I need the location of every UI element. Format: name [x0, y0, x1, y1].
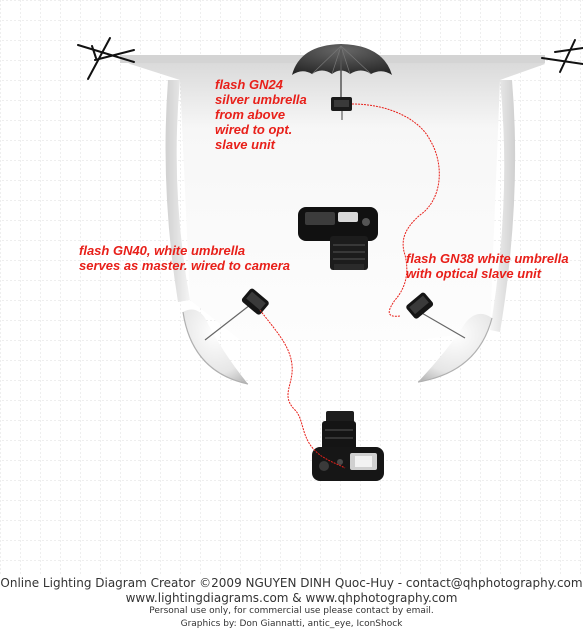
- footer-urls: www.lightingdiagrams.com & www.qhphotogr…: [125, 591, 458, 605]
- footer-graphics: Graphics by: Don Giannatti, antic_eye, I…: [180, 619, 403, 629]
- umbrella-icon: [417, 311, 493, 383]
- umbrella-icon: [182, 304, 251, 385]
- flash-icon: [406, 292, 434, 319]
- background-stand-icon: [541, 39, 583, 73]
- footer-usage: Personal use only, for commercial use pl…: [149, 606, 434, 616]
- right-flash-label: flash GN38 white umbrella with optical s…: [406, 251, 569, 281]
- flash-icon: [241, 288, 269, 315]
- footer-credit: Online Lighting Diagram Creator ©2009 NG…: [0, 576, 583, 590]
- flash-icon: [331, 97, 352, 120]
- lighting-diagram: flash GN24 silver umbrella from above wi…: [0, 0, 583, 575]
- top-flash-label: flash GN24 silver umbrella from above wi…: [215, 77, 307, 152]
- camera-icon: [298, 207, 378, 270]
- umbrella-icon: [292, 44, 392, 98]
- cable-top-flash: [351, 103, 440, 317]
- camera-icon: [312, 411, 384, 481]
- left-flash-label: flash GN40, white umbrella serves as mas…: [79, 243, 291, 273]
- cable-left-flash: [259, 309, 346, 469]
- footer: Online Lighting Diagram Creator ©2009 NG…: [0, 576, 583, 631]
- background-stand-icon: [77, 37, 135, 80]
